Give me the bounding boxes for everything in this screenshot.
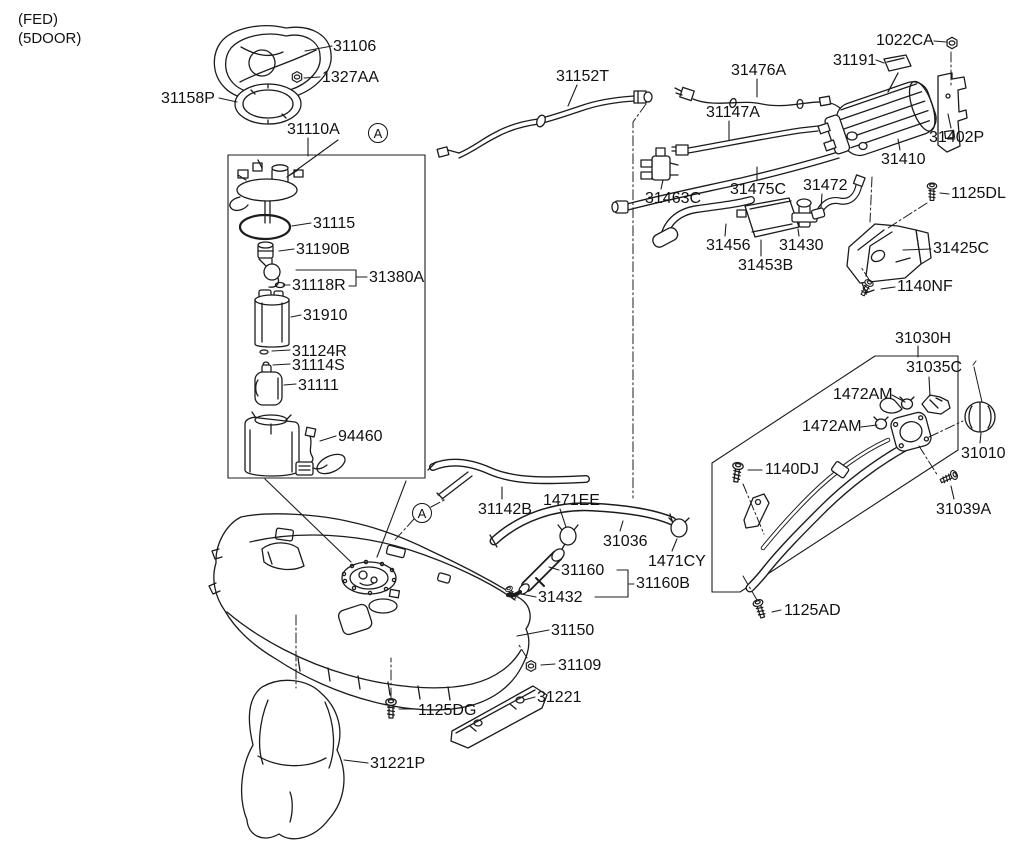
filler-hose-31036-art [489,502,690,550]
callout-1472AM: 1472AM [833,386,893,403]
callout-31109: 31109 [558,657,602,674]
callout-31425C: 31425C [933,240,990,257]
callout-31010: 31010 [961,445,1006,462]
callout-31124R: 31124R [292,343,347,360]
callout-1140NF: 1140NF [897,278,953,295]
callout-1125DL: 1125DL [951,185,1006,202]
fuel-tank-art [208,513,531,711]
callout-31453B: 31453B [738,257,794,274]
callout-31111: 31111 [298,377,339,394]
hose-31472-art [810,174,866,220]
callout-31432: 31432 [538,589,583,606]
callout-31472: 31472 [803,177,848,194]
callout-1471CY: 1471CY [648,553,706,570]
fuel-tube-31152t-art [436,90,653,159]
vent-hose-31456-art [652,196,755,248]
reference-dash-lines [295,51,964,699]
callout-31160B: 31160B [636,575,690,592]
callout-31142B: 31142B [478,501,532,518]
vapor-wire-31476a-art [674,86,850,122]
valve-31463c-art [640,147,679,181]
fuel-cap-31010-art [964,360,996,433]
callout-31147A: 31147A [706,104,760,121]
callout-31039A: 31039A [936,501,992,518]
trap-canister-31453b-art [736,197,800,238]
callout-31402P: 31402P [929,129,985,146]
callout-31036: 31036 [603,533,648,550]
heat-protector-art [241,679,345,840]
section-marker-A: A [412,503,432,523]
vapor-tube-31475c-art [611,151,840,214]
variant-header: (FED) (5DOOR) [18,10,81,48]
callout-31410: 31410 [881,151,926,168]
variant-line-2: (5DOOR) [18,30,82,47]
callout-1327AA: 1327AA [322,69,379,86]
callout-31476A: 31476A [731,62,787,79]
callout-31110A: 31110A [287,121,340,138]
callout-31150: 31150 [551,622,595,639]
callout-31430: 31430 [779,237,824,254]
filler-neck-box-art [711,355,959,593]
canister-bracket-31402p-art [937,72,968,153]
pipe-bracket-31425c-art [846,223,932,294]
callout-1125DG: 1125DG [418,702,477,719]
callout-1140DJ: 1140DJ [765,461,819,478]
callout-31106: 31106 [333,38,377,55]
callout-31380A: 31380A [369,269,425,286]
callout-31114S: 31114S [292,357,345,374]
canister-assembly-art [817,54,937,157]
callout-31035C: 31035C [906,359,963,376]
pump-module-box-art [227,154,426,479]
callout-31463C: 31463C [645,190,702,207]
callout-31475C: 31475C [730,181,787,198]
callout-31221: 31221 [537,689,582,706]
vent-hose-31142b-art [427,458,590,500]
callout-31190B: 31190B [296,241,350,258]
callout-31221P: 31221P [370,755,426,772]
callout-1022CA: 1022CA [876,32,934,49]
callout-31115: 31115 [313,215,356,232]
callout-1472AM: 1472AM [802,418,862,435]
callout-31152T: 31152T [556,68,610,85]
callout-31456: 31456 [706,237,751,254]
callout-1471EE: 1471EE [543,492,600,509]
callout-31118R: 31118R [292,277,346,294]
tank-protector-art [450,685,548,749]
callout-1125AD: 1125AD [784,602,841,619]
leader-lines [218,40,982,764]
callout-94460: 94460 [338,428,383,445]
lock-ring-art [234,83,302,125]
filler-neck-assembly-art [743,394,951,593]
callout-31158P: 31158P [161,90,215,107]
valve-31430-art [791,198,818,228]
callout-31191: 31191 [833,52,877,69]
callout-31030H: 31030H [895,330,952,347]
section-marker-A: A [368,123,388,143]
callout-31160: 31160 [561,562,605,579]
variant-line-1: (FED) [18,11,58,28]
callout-31910: 31910 [303,307,348,324]
